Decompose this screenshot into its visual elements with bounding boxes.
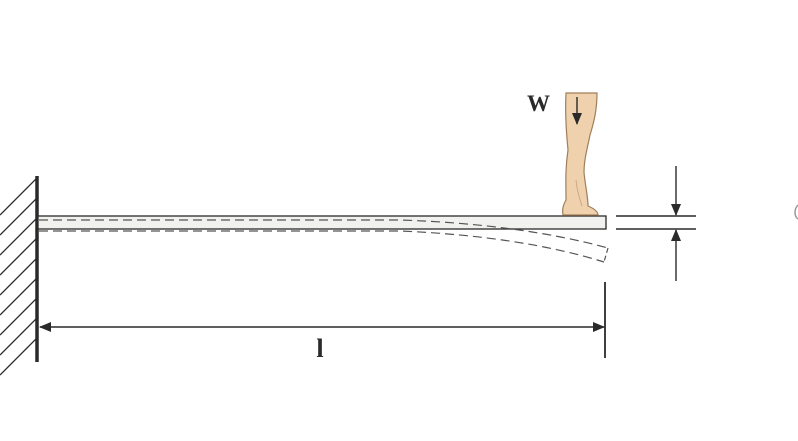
leg-load-illustration bbox=[562, 92, 599, 216]
edge-artifact bbox=[794, 204, 798, 220]
thickness-dimension bbox=[616, 166, 696, 281]
deflected-beam bbox=[39, 219, 609, 263]
beam bbox=[37, 215, 607, 230]
load-label: W bbox=[527, 91, 550, 116]
fixed-wall-support bbox=[0, 176, 39, 376]
length-dimension bbox=[39, 282, 606, 358]
length-label: l bbox=[316, 334, 323, 363]
wall-hatching bbox=[0, 177, 37, 376]
